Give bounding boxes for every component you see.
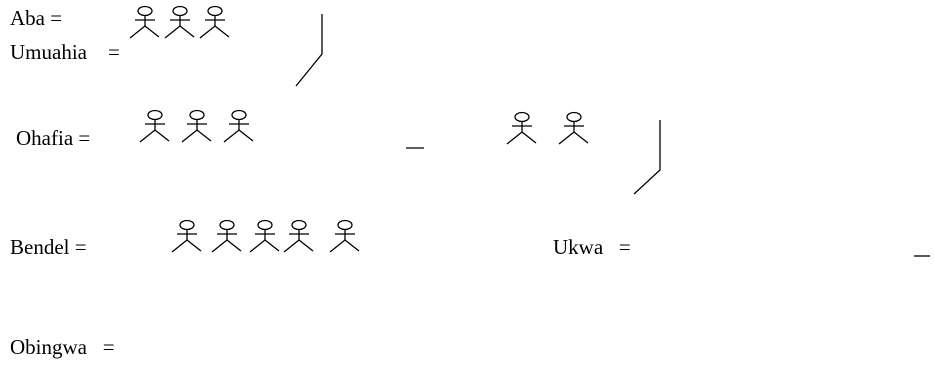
stick-figure-icon (283, 219, 314, 253)
stick-figure-icon (171, 219, 202, 253)
stick-figure-icon (223, 109, 254, 143)
dash-mark-middle (406, 147, 424, 149)
dash-mark-right (914, 255, 930, 257)
stick-figure-icon (129, 5, 160, 39)
label-bendel: Bendel = (10, 235, 87, 259)
hook-mark-right (633, 120, 661, 195)
label-umuahia: Umuahia = (10, 40, 120, 64)
hook-mark-top (295, 14, 323, 87)
stick-figure-icon (164, 5, 195, 39)
label-ukwa: Ukwa = (553, 235, 631, 259)
stick-figure-icon (199, 5, 230, 39)
stick-figure-icon (181, 109, 212, 143)
label-obingwa: Obingwa = (10, 335, 115, 359)
label-aba: Aba = (10, 6, 63, 30)
label-ohafia: Ohafia = (16, 126, 91, 150)
stick-figure-icon (211, 219, 242, 253)
stick-figure-icon (139, 109, 170, 143)
stick-figure-icon (558, 111, 589, 145)
stick-figure-icon (329, 219, 360, 253)
stick-figure-icon (249, 219, 280, 253)
stick-figure-icon (506, 111, 537, 145)
